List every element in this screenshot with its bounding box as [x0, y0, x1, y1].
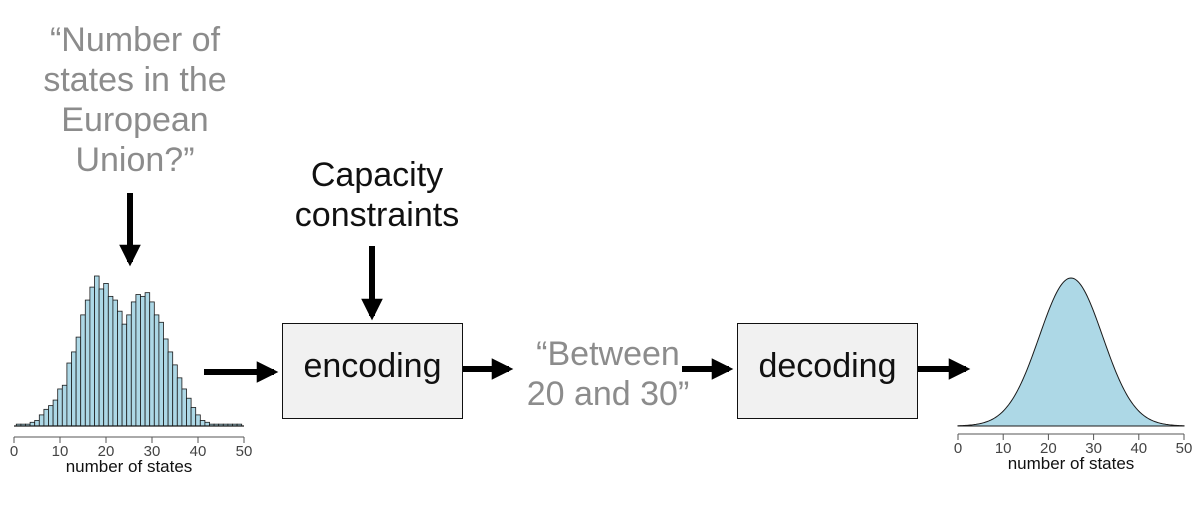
histogram-bar — [107, 295, 114, 427]
x-tick-label: 50 — [1176, 440, 1193, 457]
density-x-ticks: 0 10 20 30 40 50 — [954, 434, 1193, 457]
histogram-bar — [199, 420, 206, 427]
histogram-bar — [195, 414, 201, 427]
histogram-bar — [52, 399, 59, 427]
capacity-constraints-text: Capacity constraints — [262, 155, 492, 235]
histogram-bar — [43, 408, 49, 427]
histogram-bar — [130, 301, 137, 427]
question-text: “Number of states in the European Union?… — [30, 20, 240, 180]
x-tick-label: 50 — [236, 443, 253, 460]
histogram-bar — [117, 310, 123, 427]
encoding-label: encoding — [303, 346, 442, 385]
histogram-bar — [135, 294, 141, 427]
histogram-bar — [190, 407, 197, 427]
message-line: “Between — [536, 335, 680, 373]
density-area — [957, 277, 1185, 427]
histogram-bar — [158, 321, 164, 427]
histogram-bar — [172, 364, 178, 427]
histogram-bar — [126, 314, 132, 427]
x-tick-label: 30 — [1085, 440, 1102, 457]
question-line: states in the — [43, 61, 227, 99]
x-tick-label: 10 — [52, 443, 69, 460]
histogram-bar — [181, 388, 187, 427]
x-tick-label: 20 — [1040, 440, 1057, 457]
histogram-bar — [34, 420, 40, 427]
histogram-bar — [103, 283, 109, 427]
capacity-line: constraints — [294, 196, 460, 234]
x-tick-label: 40 — [190, 443, 207, 460]
histogram-bar — [167, 351, 174, 427]
x-tick-label: 10 — [995, 440, 1012, 457]
question-line: “Number of — [49, 21, 221, 59]
prior-histogram-chart: 0 10 20 30 40 50 number of states — [10, 275, 253, 476]
x-tick-label: 0 — [10, 443, 18, 460]
histogram-bar — [57, 388, 63, 427]
question-line: Union?” — [75, 141, 195, 179]
histogram-bar — [121, 323, 128, 427]
histogram-bar — [80, 314, 86, 427]
histogram-bar — [186, 397, 192, 427]
histogram-bar — [71, 351, 77, 427]
x-tick-label: 0 — [954, 440, 962, 457]
histogram-bar — [89, 286, 95, 427]
capacity-line: Capacity — [310, 156, 444, 194]
encoding-box: encoding — [282, 323, 463, 419]
histogram-bar — [176, 377, 183, 427]
histogram-bar — [61, 384, 68, 427]
x-tick-label: 40 — [1130, 440, 1147, 457]
histogram-bar — [98, 288, 105, 427]
histogram-bar — [140, 295, 146, 427]
histogram-bar — [149, 301, 155, 427]
x-tick-label: 20 — [98, 443, 115, 460]
message-line: 20 and 30” — [526, 375, 690, 413]
histogram-bar — [66, 362, 72, 427]
histogram-bar — [38, 414, 45, 427]
histogram-bar — [163, 338, 169, 427]
histogram-bar — [48, 405, 54, 427]
histogram-bar — [144, 292, 151, 427]
histogram-bar — [94, 275, 100, 427]
histogram-bar — [112, 299, 118, 427]
histogram-bar — [75, 336, 82, 427]
histogram-x-ticks: 0 10 20 30 40 50 — [10, 437, 253, 460]
histogram-bar — [84, 299, 91, 427]
histogram-bar — [153, 314, 160, 427]
message-text: “Between 20 and 30” — [508, 334, 708, 414]
x-tick-label: 30 — [144, 443, 161, 460]
histogram-x-axis-title: number of states — [66, 457, 193, 476]
density-x-axis-title: number of states — [1008, 454, 1135, 473]
histogram-bars — [15, 275, 243, 427]
decoding-label: decoding — [758, 346, 897, 385]
question-line: European — [61, 101, 209, 139]
decoding-box: decoding — [737, 323, 918, 419]
posterior-density-chart: 0 10 20 30 40 50 number of states — [954, 277, 1193, 473]
